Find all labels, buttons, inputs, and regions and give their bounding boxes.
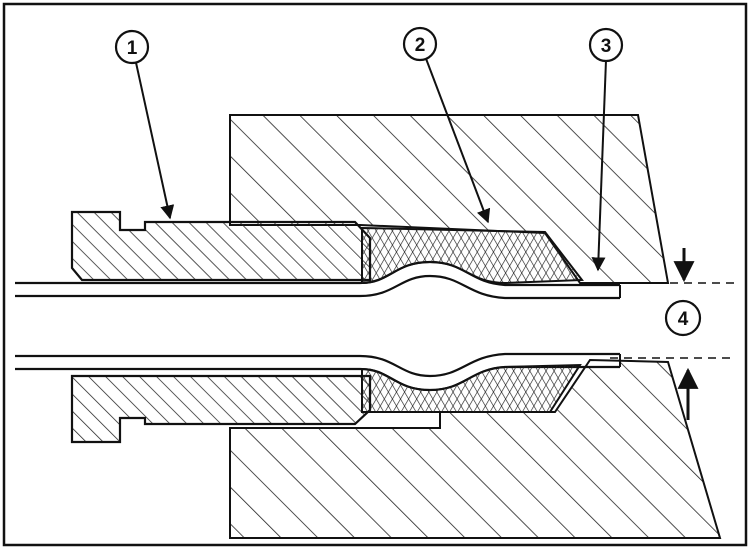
callout-3-label: 3	[601, 36, 612, 57]
callout-2: 2	[402, 26, 438, 62]
callout-4: 4	[664, 299, 702, 337]
callout-2-label: 2	[415, 35, 426, 56]
gap-dimension	[600, 248, 735, 420]
leader-line-1	[134, 57, 175, 220]
seal-ring-upper	[361, 226, 584, 285]
callout-1-label: 1	[127, 38, 138, 59]
union-nut-upper	[70, 210, 372, 282]
leader-line-2	[424, 55, 491, 224]
housing-lower	[229, 358, 722, 539]
seal-ring-lower	[361, 363, 582, 413]
leader-line-3	[591, 59, 607, 272]
callout-1: 1	[114, 29, 150, 65]
callout-4-label: 4	[678, 309, 689, 330]
callout-3: 3	[588, 27, 624, 63]
leader-lines	[134, 55, 607, 272]
